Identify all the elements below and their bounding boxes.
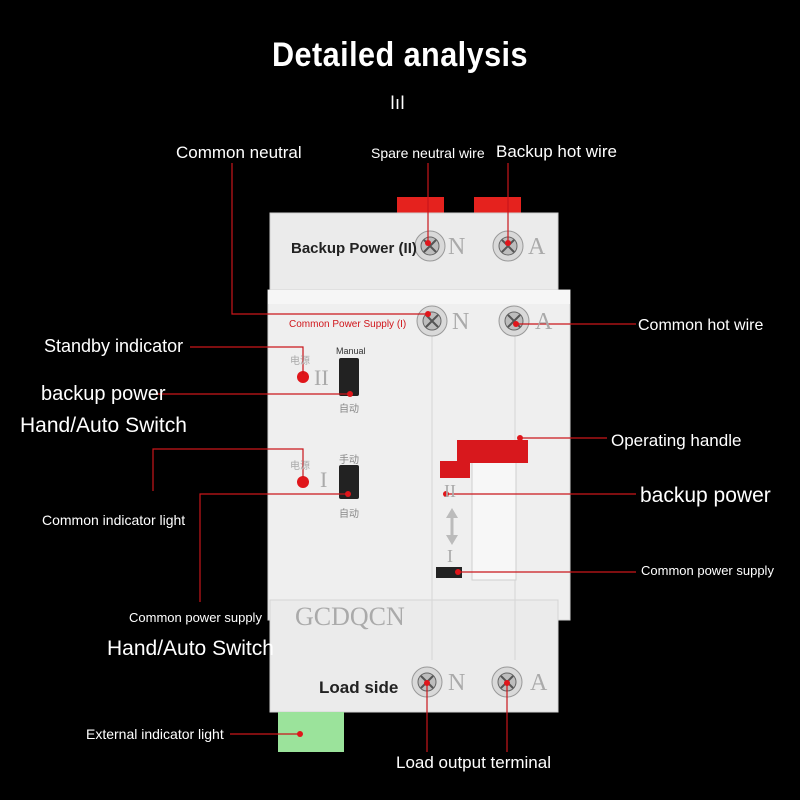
screw-backup-n — [414, 230, 446, 262]
common-hand-auto-switch[interactable] — [339, 465, 359, 499]
main-body-top-edge — [268, 290, 570, 304]
handle-pos-top: II — [444, 481, 456, 501]
switch1-roman: I — [320, 467, 328, 492]
callout-lines — [152, 163, 636, 752]
terminal-n-load: N — [448, 670, 466, 696]
label-common-power-supply-right: Common power supply — [641, 563, 774, 578]
backup-power-label: Backup Power (II) — [291, 240, 417, 257]
terminal-a-load: A — [530, 670, 548, 696]
label-standby-indicator: Standby indicator — [44, 336, 184, 356]
switch2-top-label: Manual — [336, 346, 366, 356]
logo-mark: lıl — [390, 93, 406, 114]
backup-hand-auto-switch[interactable] — [339, 358, 359, 396]
brand-name: GCDQCN — [295, 602, 405, 631]
label-spare-neutral-wire: Spare neutral wire — [371, 145, 485, 161]
double-arrow-icon — [446, 508, 458, 545]
label-common-neutral: Common neutral — [176, 143, 302, 162]
label-operating-handle: Operating handle — [611, 431, 742, 450]
position-window — [436, 567, 462, 578]
switch2-roman: II — [314, 365, 329, 390]
label-backup-power-switch-2: Hand/Auto Switch — [20, 414, 187, 437]
label-common-power-supply-left: Common power supply — [129, 610, 262, 625]
callout-dots — [297, 240, 523, 737]
terminal-a-common: A — [535, 309, 553, 335]
label-common-hot-wire: Common hot wire — [638, 317, 764, 334]
label-backup-power-switch-1: backup power — [41, 383, 166, 405]
external-indicator-light — [278, 712, 344, 752]
terminal-n-common: N — [452, 309, 470, 335]
terminal-a-backup: A — [528, 234, 546, 260]
page-title: Detailed analysis — [272, 36, 528, 74]
label-external-indicator-light: External indicator light — [86, 726, 224, 742]
screw-common-n — [416, 305, 448, 337]
switch1-top-label: 手动 — [339, 455, 359, 466]
handle-track — [471, 454, 517, 581]
switch1-bottom-label: 自动 — [339, 509, 359, 520]
load-side-label: Load side — [319, 678, 399, 697]
common-supply-label: Common Power Supply (I) — [289, 319, 407, 330]
screw-common-a — [498, 305, 530, 337]
label-backup-hot-wire: Backup hot wire — [496, 142, 617, 161]
switch2-bottom-label: 自动 — [339, 404, 359, 415]
switch1-cn-power: 电源 — [290, 461, 310, 472]
label-common-indicator-light: Common indicator light — [42, 512, 186, 528]
label-hand-auto-switch: Hand/Auto Switch — [107, 637, 274, 660]
switch2-cn-power: 电源 — [290, 356, 310, 367]
handle-pos-bottom: I — [447, 546, 453, 566]
label-load-output-terminal: Load output terminal — [396, 753, 551, 772]
terminal-n-backup: N — [448, 234, 466, 260]
operating-handle[interactable] — [440, 440, 528, 478]
label-backup-power: backup power — [640, 484, 771, 507]
